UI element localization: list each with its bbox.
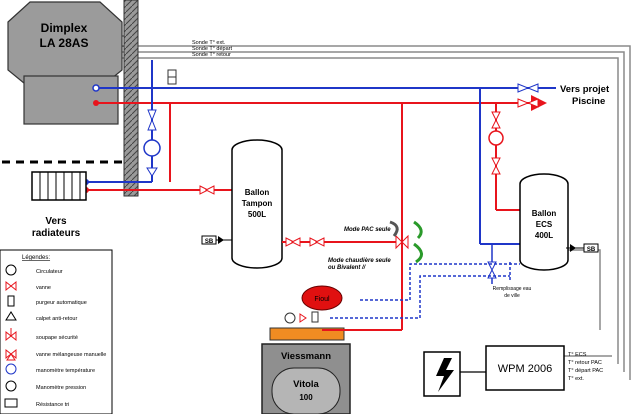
svg-text:Circulateur: Circulateur	[36, 269, 63, 275]
pool-valves	[517, 83, 539, 108]
oil-label: Fioul	[314, 296, 330, 303]
svg-text:T° ext.: T° ext.	[568, 376, 584, 382]
controller-name: WPM 2006	[498, 363, 552, 375]
svg-text:soupape sécurité: soupape sécurité	[36, 335, 78, 341]
mode-boiler-arrow	[413, 220, 423, 240]
legend-pressure-gauge-icon	[5, 380, 17, 392]
buffer-tank-line1: Ballon	[245, 188, 270, 197]
ecs-tank-line3: 400L	[535, 231, 553, 240]
svg-text:vanne mélangeuse manuelle: vanne mélangeuse manuelle	[36, 352, 106, 358]
svg-text:Résistance tri: Résistance tri	[36, 402, 69, 408]
legend-valve-icon	[5, 280, 17, 292]
heat-pump-model: LA 28AS	[40, 36, 89, 50]
heat-pump-name: Dimplex	[41, 21, 88, 35]
legend-mixing-valve-icon	[5, 348, 17, 361]
svg-text:purgeur automatique: purgeur automatique	[36, 300, 87, 306]
legend: Légendes: Circulateur vanne purgeur auto…	[0, 249, 113, 414]
svg-text:SB: SB	[587, 247, 596, 253]
legend-safety-valve-icon	[5, 328, 17, 342]
mode-boiler-arrow-2	[413, 242, 423, 264]
legend-resistor-icon	[4, 398, 18, 408]
boiler-model-number: 100	[299, 393, 313, 402]
pool-label-line2: Piscine	[572, 96, 605, 107]
boiler-brand: Viessmann	[281, 351, 331, 362]
legend-circulator-icon	[5, 264, 17, 276]
heat-pump: Dimplex LA 28AS	[7, 1, 123, 125]
sensor-ext-label: Sonde T° ext.	[192, 40, 226, 46]
legend-purger-icon	[7, 295, 15, 307]
ecs-tank-line1: Ballon	[532, 209, 557, 218]
controller-io-labels: T° ECS T° retour PAC T° départ PAC T° ex…	[568, 352, 603, 382]
svg-text:Manomètre pression: Manomètre pression	[36, 385, 86, 391]
power-supply-box	[423, 351, 461, 397]
svg-text:calpet anti-retour: calpet anti-retour	[36, 316, 77, 322]
ecs-sensor: SB	[566, 243, 599, 253]
boiler: Viessmann Vitola 100	[261, 327, 351, 414]
sensor-depart-label: Sonde T° départ	[192, 46, 232, 52]
svg-text:vanne: vanne	[36, 285, 51, 291]
ecs-tank-line2: ECS	[536, 220, 553, 229]
ecs-tank: Ballon ECS 400L	[519, 173, 569, 271]
mode-pac-arrow	[389, 220, 399, 237]
legend-title: Légendes:	[22, 255, 50, 261]
pool-label-line1: Vers projet	[560, 84, 610, 95]
buffer-tank-line2: Tampon	[242, 199, 273, 208]
mode-pac-label: Mode PAC seule	[344, 227, 391, 233]
legend-temp-gauge-icon	[5, 363, 17, 375]
radiators-label-line2: radiateurs	[32, 228, 81, 239]
buffer-sensor: SB	[201, 235, 232, 245]
buffer-return-pipe	[282, 103, 409, 330]
buffer-tank-line3: 500L	[248, 210, 266, 219]
wall	[123, 0, 139, 197]
fill-label-line1: Remplissage eau	[493, 286, 532, 292]
svg-text:T° ECS: T° ECS	[568, 352, 587, 358]
buffer-tank: Ballon Tampon 500L	[231, 139, 283, 269]
ecs-hot-pipe	[488, 103, 520, 211]
radiator-icon	[31, 171, 87, 201]
fill-label-line2: de ville	[504, 293, 520, 299]
pool-pipes	[92, 84, 556, 111]
ecs-cold-pipes	[330, 88, 520, 319]
mode-boiler-label-line1: Mode chaudière seule	[328, 258, 391, 264]
mode-boiler-label-line2: ou Bivalent //	[328, 265, 367, 271]
svg-text:T° départ PAC: T° départ PAC	[568, 368, 603, 374]
sensor-retour-label: Sonde T° retour	[192, 52, 231, 58]
svg-text:SB: SB	[205, 239, 214, 245]
controller: WPM 2006	[485, 345, 565, 391]
wall-pipes	[83, 60, 240, 195]
boiler-fittings	[284, 311, 402, 331]
legend-check-valve-icon	[5, 311, 17, 321]
boiler-model: Vitola	[293, 379, 319, 390]
svg-text:manomètre température: manomètre température	[36, 368, 95, 374]
oil-tank	[301, 285, 343, 311]
radiators-label-line1: Vers	[45, 216, 67, 227]
svg-text:T° retour PAC: T° retour PAC	[568, 360, 602, 366]
